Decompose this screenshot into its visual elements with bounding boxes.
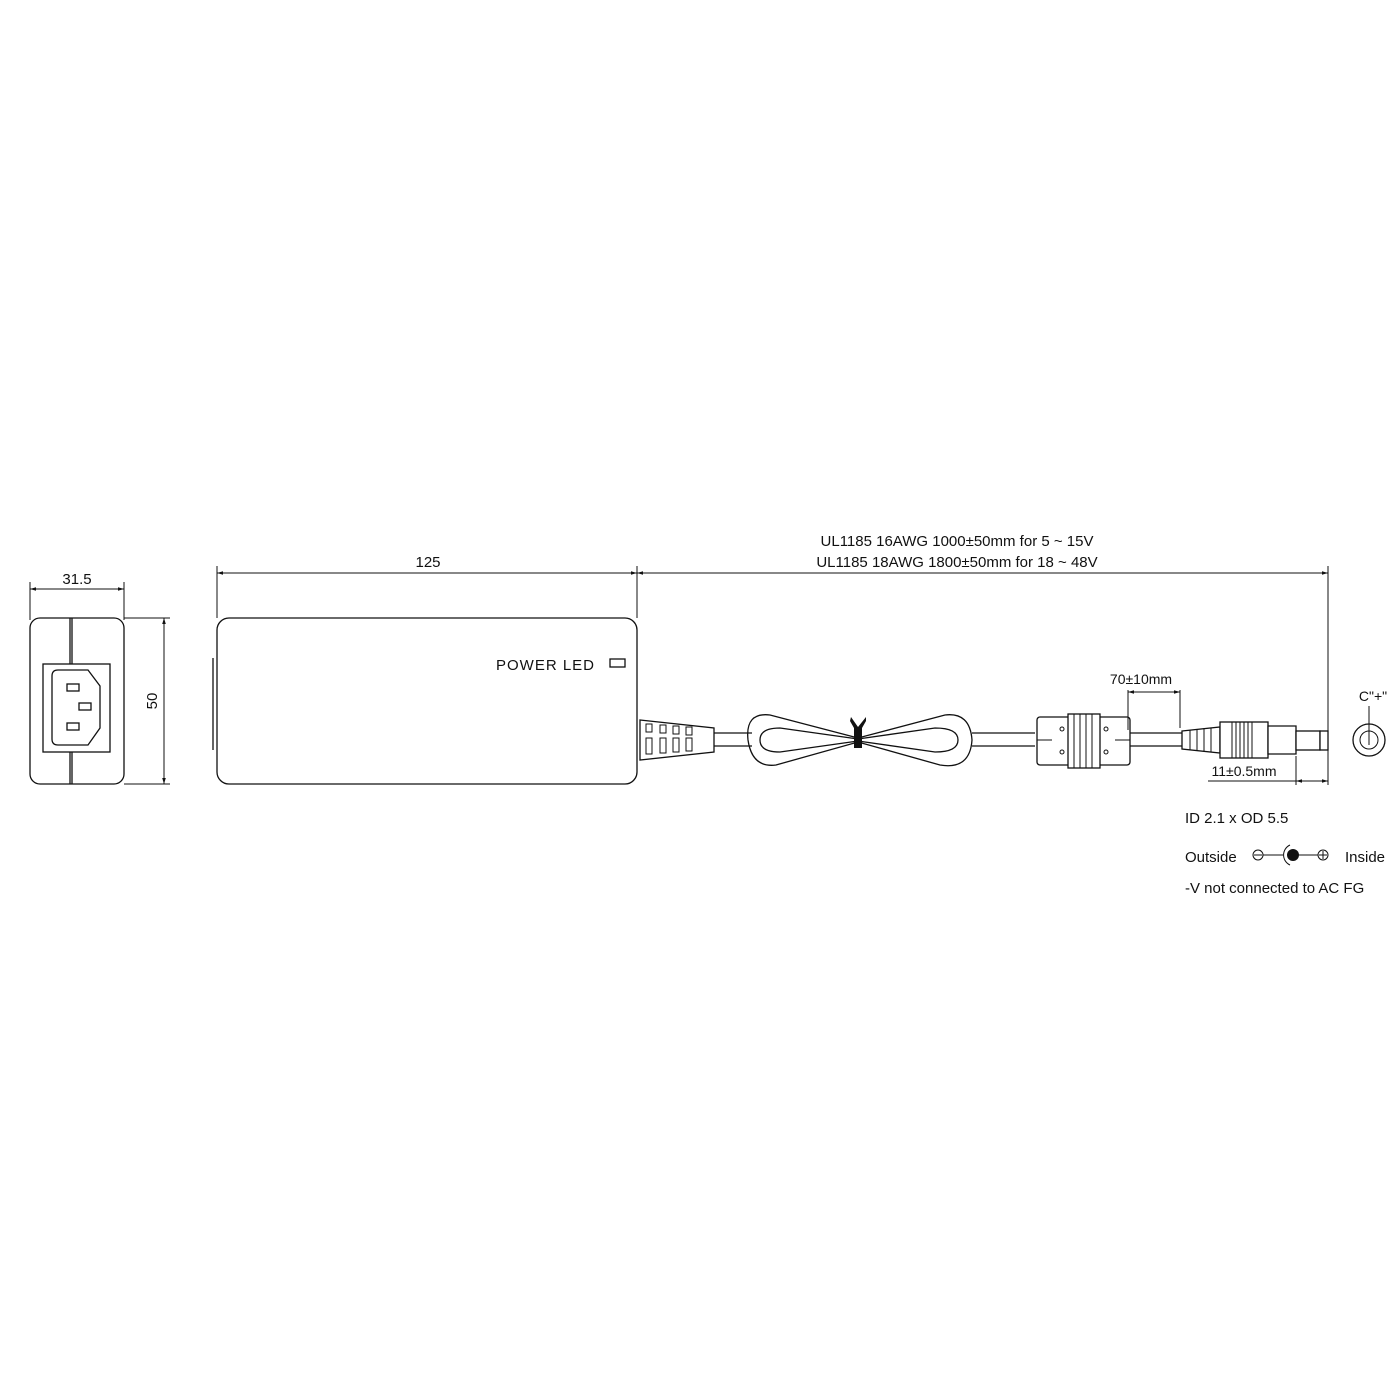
power-led-indicator	[609, 658, 626, 668]
plug-type-label: C"+"	[1359, 688, 1387, 704]
cable-tie	[850, 717, 866, 748]
side-view: 31.5 50	[29, 571, 170, 785]
plug-end-view	[1352, 723, 1386, 757]
polarity-symbol	[1252, 844, 1329, 866]
adapter-end-face	[29, 617, 125, 785]
outside-label: Outside	[1185, 849, 1237, 866]
width-label: 31.5	[62, 571, 91, 588]
strain-relief	[639, 719, 715, 761]
iec-c14-inlet	[51, 669, 101, 746]
cable-spec-18awg: UL1185 18AWG 1800±50mm for 18 ~ 48V	[816, 554, 1097, 571]
plug-length-label: 11±0.5mm	[1211, 763, 1276, 779]
dc-plug	[1181, 721, 1329, 759]
power-led-label: POWER LED	[496, 657, 595, 674]
plug-size-note: ID 2.1 x OD 5.5	[1185, 810, 1288, 827]
polarity-notes: ID 2.1 x OD 5.5 Outside Inside -V not co…	[1185, 810, 1385, 897]
dc-cable: UL1185 16AWG 1000±50mm for 5 ~ 15V UL118…	[637, 533, 1387, 785]
ferrite-core	[1036, 713, 1131, 769]
length-label: 125	[415, 554, 440, 571]
adapter-body	[216, 617, 638, 785]
cable-spec-16awg: UL1185 16AWG 1000±50mm for 5 ~ 15V	[821, 533, 1094, 550]
fg-note: -V not connected to AC FG	[1185, 880, 1364, 897]
height-label: 50	[144, 693, 161, 710]
top-view: 125 POWER LED	[212, 554, 638, 785]
inside-label: Inside	[1345, 849, 1385, 866]
ac-inlet-plate	[42, 663, 111, 753]
ferrite-distance-label: 70±10mm	[1110, 671, 1172, 687]
